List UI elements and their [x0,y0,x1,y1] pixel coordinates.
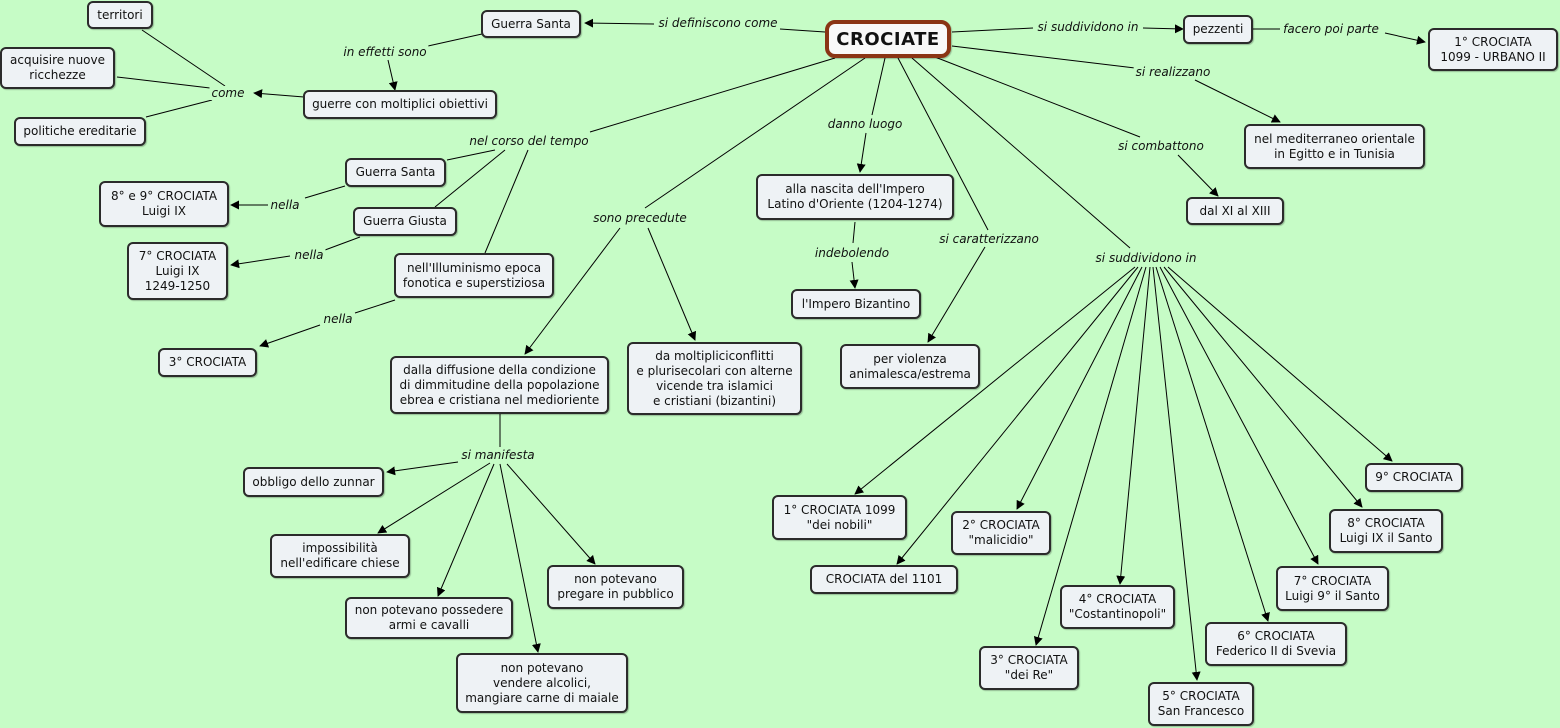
node-dimmitudine[interactable]: dalla diffusione della condizione di dim… [390,356,609,414]
node-ricchezze[interactable]: acquisire nuove ricchezze [0,47,115,89]
node-c9[interactable]: 9° CROCIATA [1365,463,1463,492]
node-guerra-giusta[interactable]: Guerra Giusta [353,207,457,236]
label-nella-2: nella [292,248,326,262]
node-ottava-nona[interactable]: 8° e 9° CROCIATA Luigi IX [99,181,229,227]
node-conflitti[interactable]: da moltipliciconflitti e plurisecolari c… [627,342,802,415]
label-si-suddividono-top: si suddividono in [1035,20,1141,34]
node-settima-luigi[interactable]: 7° CROCIATA Luigi IX 1249-1250 [127,242,228,300]
label-sono-precedute: sono precedute [591,211,689,225]
node-zunnar[interactable]: obbligo dello zunnar [243,467,384,497]
label-si-definiscono: si definiscono come [656,16,780,30]
node-c7[interactable]: 7° CROCIATA Luigi 9° il Santo [1276,566,1389,611]
node-violenza[interactable]: per violenza animalesca/estrema [840,344,980,389]
node-pregare[interactable]: non potevano pregare in pubblico [547,565,684,609]
label-nel-corso: nel corso del tempo [467,134,591,148]
node-guerre-obiettivi[interactable]: guerre con moltiplici obiettivi [303,90,497,119]
node-territori[interactable]: territori [87,1,153,29]
label-nella-1: nella [268,198,302,212]
node-c1-nobili[interactable]: 1° CROCIATA 1099 "dei nobili" [772,495,907,540]
label-indebolendo: indebolendo [812,246,892,260]
node-chiese[interactable]: impossibilità nell'edificare chiese [270,534,410,578]
node-bizantino[interactable]: l'Impero Bizantino [791,289,921,319]
node-c3[interactable]: 3° CROCIATA "dei Re" [979,646,1079,690]
node-c8[interactable]: 8° CROCIATA Luigi IX il Santo [1329,509,1443,553]
label-nella-3: nella [321,312,355,326]
node-c6[interactable]: 6° CROCIATA Federico II di Svevia [1205,622,1347,666]
label-si-caratterizzano: si caratterizzano [937,232,1041,246]
node-alcolici[interactable]: non potevano vendere alcolici, mangiare … [456,653,628,713]
label-si-suddividono-bottom: si suddividono in [1093,251,1199,265]
node-terza[interactable]: 3° CROCIATA [158,348,257,377]
node-c2[interactable]: 2° CROCIATA "malicidio" [951,511,1051,555]
node-c1101[interactable]: CROCIATA del 1101 [810,565,958,594]
root-node-crociate[interactable]: CROCIATE [825,20,951,58]
label-si-realizzano: si realizzano [1133,65,1213,79]
node-armi[interactable]: non potevano possedere armi e cavalli [345,597,513,639]
node-guerra-santa[interactable]: Guerra Santa [345,158,446,187]
node-prima-urbano[interactable]: 1° CROCIATA 1099 - URBANO II [1428,28,1558,71]
node-guerra-santa-top[interactable]: Guerra Santa [481,10,581,38]
node-impero-latino[interactable]: alla nascita dell'Impero Latino d'Orient… [756,174,954,220]
node-illuminismo[interactable]: nell'Illuminismo epoca fonotica e supers… [394,253,554,298]
node-pezzenti[interactable]: pezzenti [1183,15,1253,44]
label-danno-luogo: danno luogo [825,117,905,131]
node-ereditarie[interactable]: politiche ereditarie [14,117,146,146]
label-in-effetti: in effetti sono [341,45,429,59]
label-facero: facero poi parte [1281,22,1381,36]
node-xi-xiii[interactable]: dal XI al XIII [1186,197,1284,225]
node-mediterraneo[interactable]: nel mediterraneo orientale in Egitto e i… [1244,124,1425,169]
node-c4[interactable]: 4° CROCIATA "Costantinopoli" [1060,585,1175,629]
node-c5[interactable]: 5° CROCIATA San Francesco [1148,682,1254,726]
label-si-combattono: si combattono [1116,139,1206,153]
label-si-manifesta: si manifesta [459,448,537,462]
label-come: come [209,86,247,100]
